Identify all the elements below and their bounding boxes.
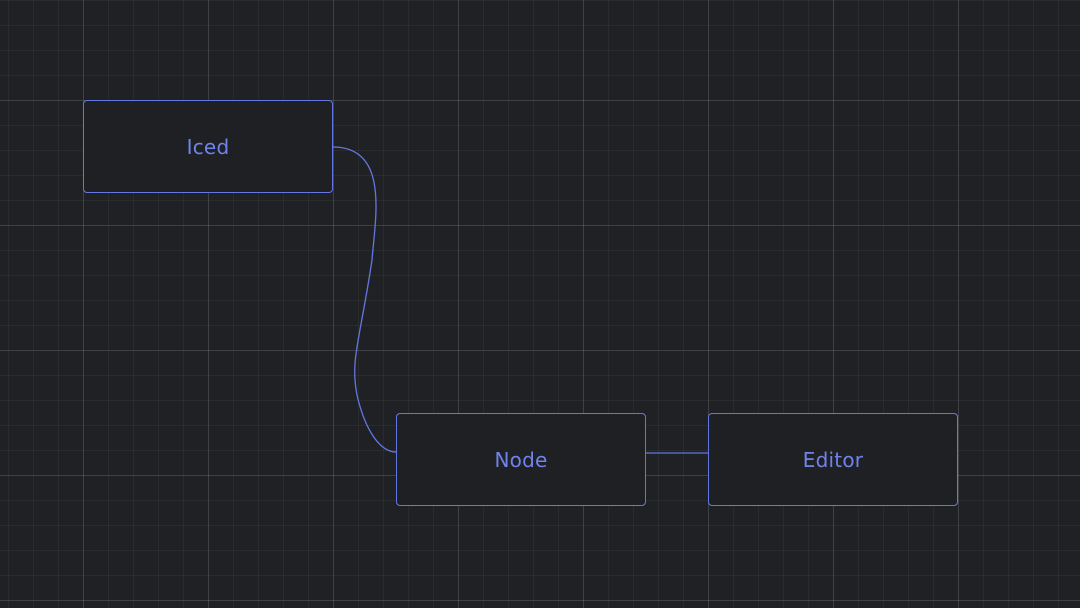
node-label-node: Node [494, 447, 548, 472]
edge-iced-to-node [332, 146, 397, 453]
node-node[interactable]: Node [396, 413, 646, 506]
node-iced[interactable]: Iced [83, 100, 333, 193]
node-label-iced: Iced [186, 134, 230, 159]
node-label-editor: Editor [802, 447, 864, 472]
node-editor[interactable]: Editor [708, 413, 958, 506]
